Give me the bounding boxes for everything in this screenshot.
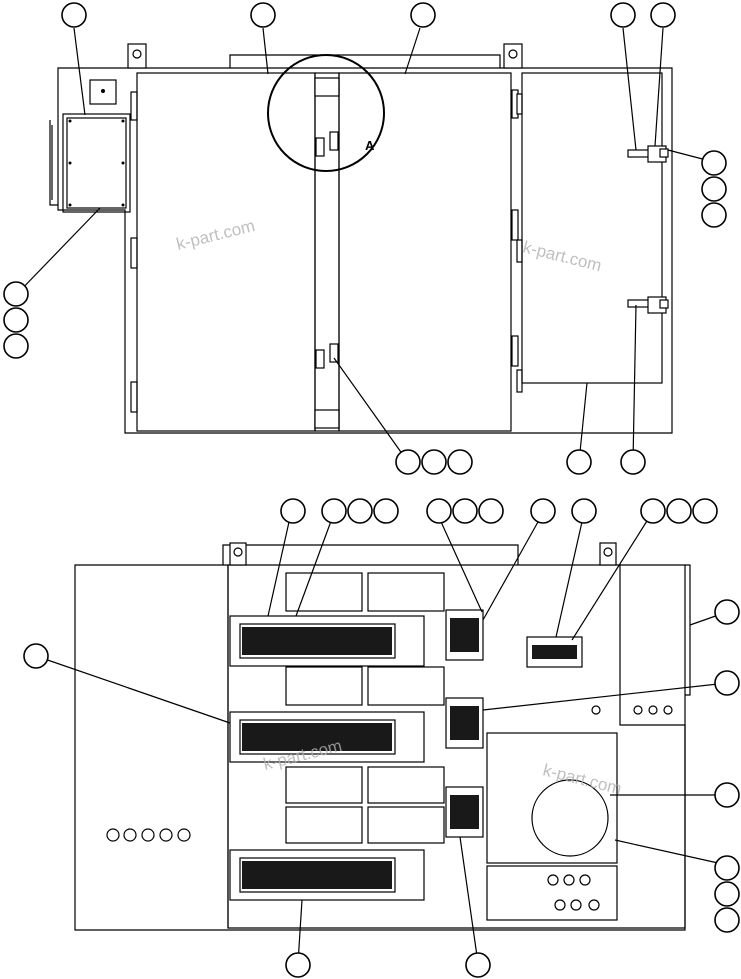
callout-bubble: [692, 498, 718, 524]
callout-bubble: [566, 449, 592, 475]
detail-circle-a: [267, 54, 385, 172]
callout-bubble: [250, 2, 276, 28]
right-door-latch-lower: [627, 296, 669, 314]
small-modules: [285, 572, 445, 844]
callout-bubble: [714, 599, 740, 625]
callout-bubble: [452, 498, 478, 524]
callout-bubble: [421, 449, 447, 475]
connector-strip-1: [229, 615, 425, 667]
callout-bubbles: [3, 2, 740, 978]
callout-bubble: [714, 855, 740, 881]
callout-bubble: [447, 449, 473, 475]
detail-label-a: A: [365, 138, 375, 153]
top-view: A: [49, 43, 673, 434]
callout-bubble: [666, 498, 692, 524]
leader-lines: [15, 27, 728, 964]
callout-bubble: [530, 498, 556, 524]
callout-bubble: [701, 176, 727, 202]
lifting-eye-right: [503, 43, 523, 69]
watermarks: k-part.com k-part.com k-part.com k-part.…: [174, 216, 623, 798]
center-mullion: [314, 72, 340, 432]
callout-bubble: [714, 670, 740, 696]
square-connector-3: [445, 786, 484, 838]
square-connector-1: [445, 609, 484, 661]
lifting-eye-left: [127, 43, 147, 69]
lifting-eye-left-bottom: [229, 542, 247, 566]
callout-bubble: [478, 498, 504, 524]
callout-bubble: [347, 498, 373, 524]
watermark: k-part.com: [174, 216, 257, 254]
callout-bubble: [714, 782, 740, 808]
right-door-latch-upper: [627, 145, 669, 163]
callout-bubble: [701, 202, 727, 228]
bottom-housing-outline: [74, 564, 686, 931]
callout-bubble: [465, 952, 491, 978]
indicator-square: [89, 79, 117, 105]
callout-bubble: [571, 498, 597, 524]
bottom-view: [74, 542, 691, 931]
watermark: k-part.com: [521, 237, 604, 275]
callout-bubble: [285, 952, 311, 978]
callout-bubble: [280, 498, 306, 524]
square-connector-2: [445, 697, 484, 749]
left-door: [136, 72, 316, 432]
callout-bubble: [714, 907, 740, 933]
callout-bubble: [701, 150, 727, 176]
callout-bubble: [650, 2, 676, 28]
watermark: k-part.com: [541, 760, 624, 798]
top-housing-outline: [57, 67, 673, 434]
callout-bubble: [640, 498, 666, 524]
connector-strip-3: [229, 849, 425, 901]
callout-bubble: [61, 2, 87, 28]
callout-bubble: [3, 281, 29, 307]
right-center-door: [338, 72, 512, 432]
lifting-eye-right-bottom: [599, 542, 617, 566]
round-cutout-plate: [486, 732, 618, 921]
callout-bubble: [620, 449, 646, 475]
callout-bubble: [23, 643, 49, 669]
terminal-block: [526, 636, 583, 668]
callout-bubble: [395, 449, 421, 475]
callout-bubble: [410, 2, 436, 28]
callout-bubble: [321, 498, 347, 524]
callout-bubble: [3, 333, 29, 359]
connector-strip-2: [229, 711, 425, 763]
callout-bubble: [426, 498, 452, 524]
callout-bubble: [373, 498, 399, 524]
callout-bubble: [714, 881, 740, 907]
callout-bubble: [610, 2, 636, 28]
left-access-panel: [62, 113, 131, 213]
left-hole-row: [106, 828, 191, 842]
right-door: [521, 72, 663, 384]
callout-bubble: [3, 307, 29, 333]
